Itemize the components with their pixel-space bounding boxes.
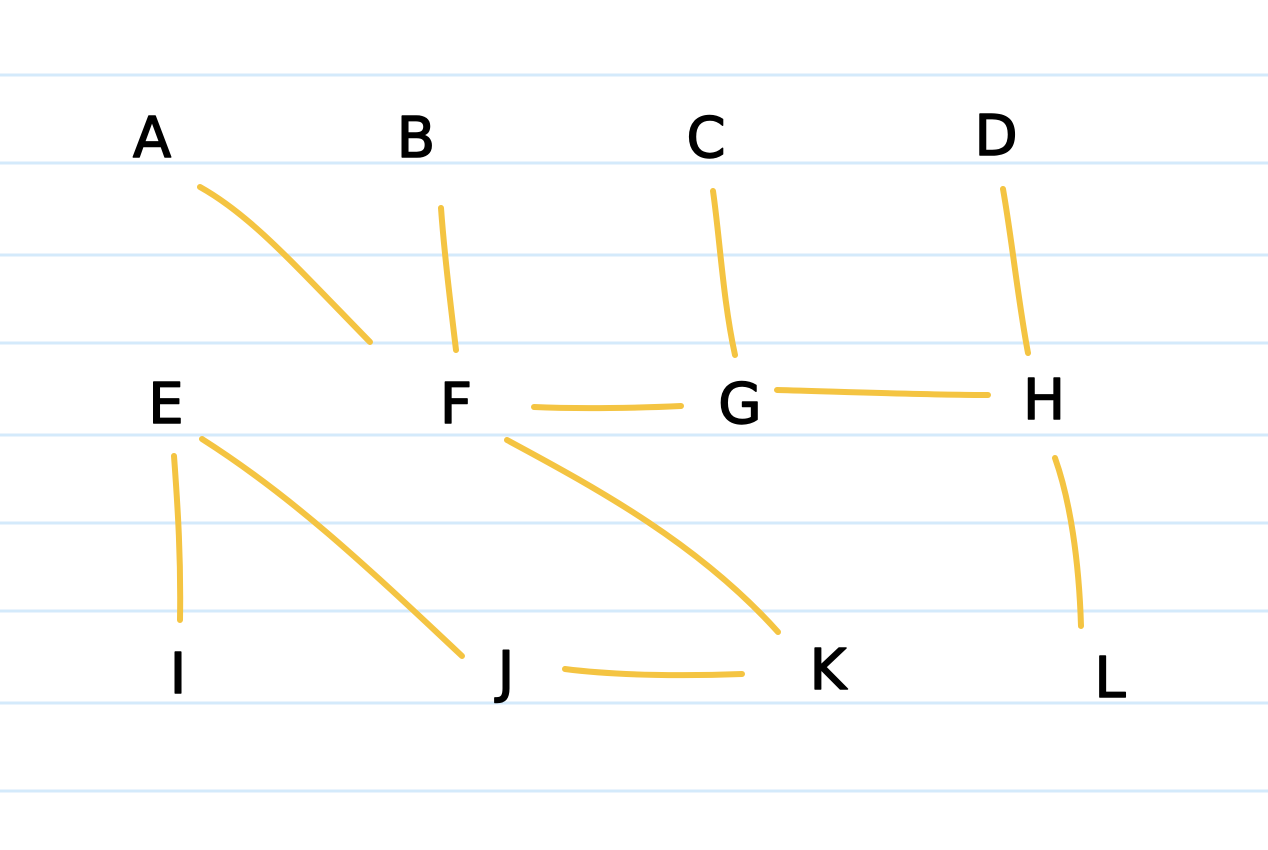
edge-a-f bbox=[197, 184, 373, 345]
node-f: F bbox=[440, 372, 472, 437]
graph-edges bbox=[171, 184, 1084, 679]
node-l: L bbox=[1094, 646, 1125, 711]
node-d: D bbox=[974, 104, 1017, 169]
node-k: K bbox=[810, 638, 848, 703]
edge-f-k bbox=[504, 437, 781, 635]
edge-g-h bbox=[774, 387, 991, 398]
edge-d-h bbox=[1000, 186, 1031, 356]
node-b: B bbox=[397, 106, 435, 171]
node-h: H bbox=[1023, 368, 1065, 433]
node-g: G bbox=[718, 372, 761, 437]
edge-e-j bbox=[199, 436, 465, 659]
edge-b-f bbox=[438, 205, 459, 353]
node-c: C bbox=[686, 106, 725, 171]
graph-nodes: A B C D E F G H I J K L bbox=[132, 103, 1126, 712]
node-a: A bbox=[133, 106, 171, 171]
node-j: J bbox=[495, 640, 515, 705]
ruled-lines bbox=[0, 73, 1268, 793]
edge-j-k bbox=[562, 666, 745, 679]
node-e: E bbox=[148, 372, 183, 437]
edge-c-g bbox=[710, 188, 738, 358]
edge-e-i bbox=[171, 453, 184, 623]
node-i: I bbox=[170, 642, 187, 707]
edge-f-g bbox=[531, 403, 684, 412]
edge-h-l bbox=[1052, 455, 1084, 629]
